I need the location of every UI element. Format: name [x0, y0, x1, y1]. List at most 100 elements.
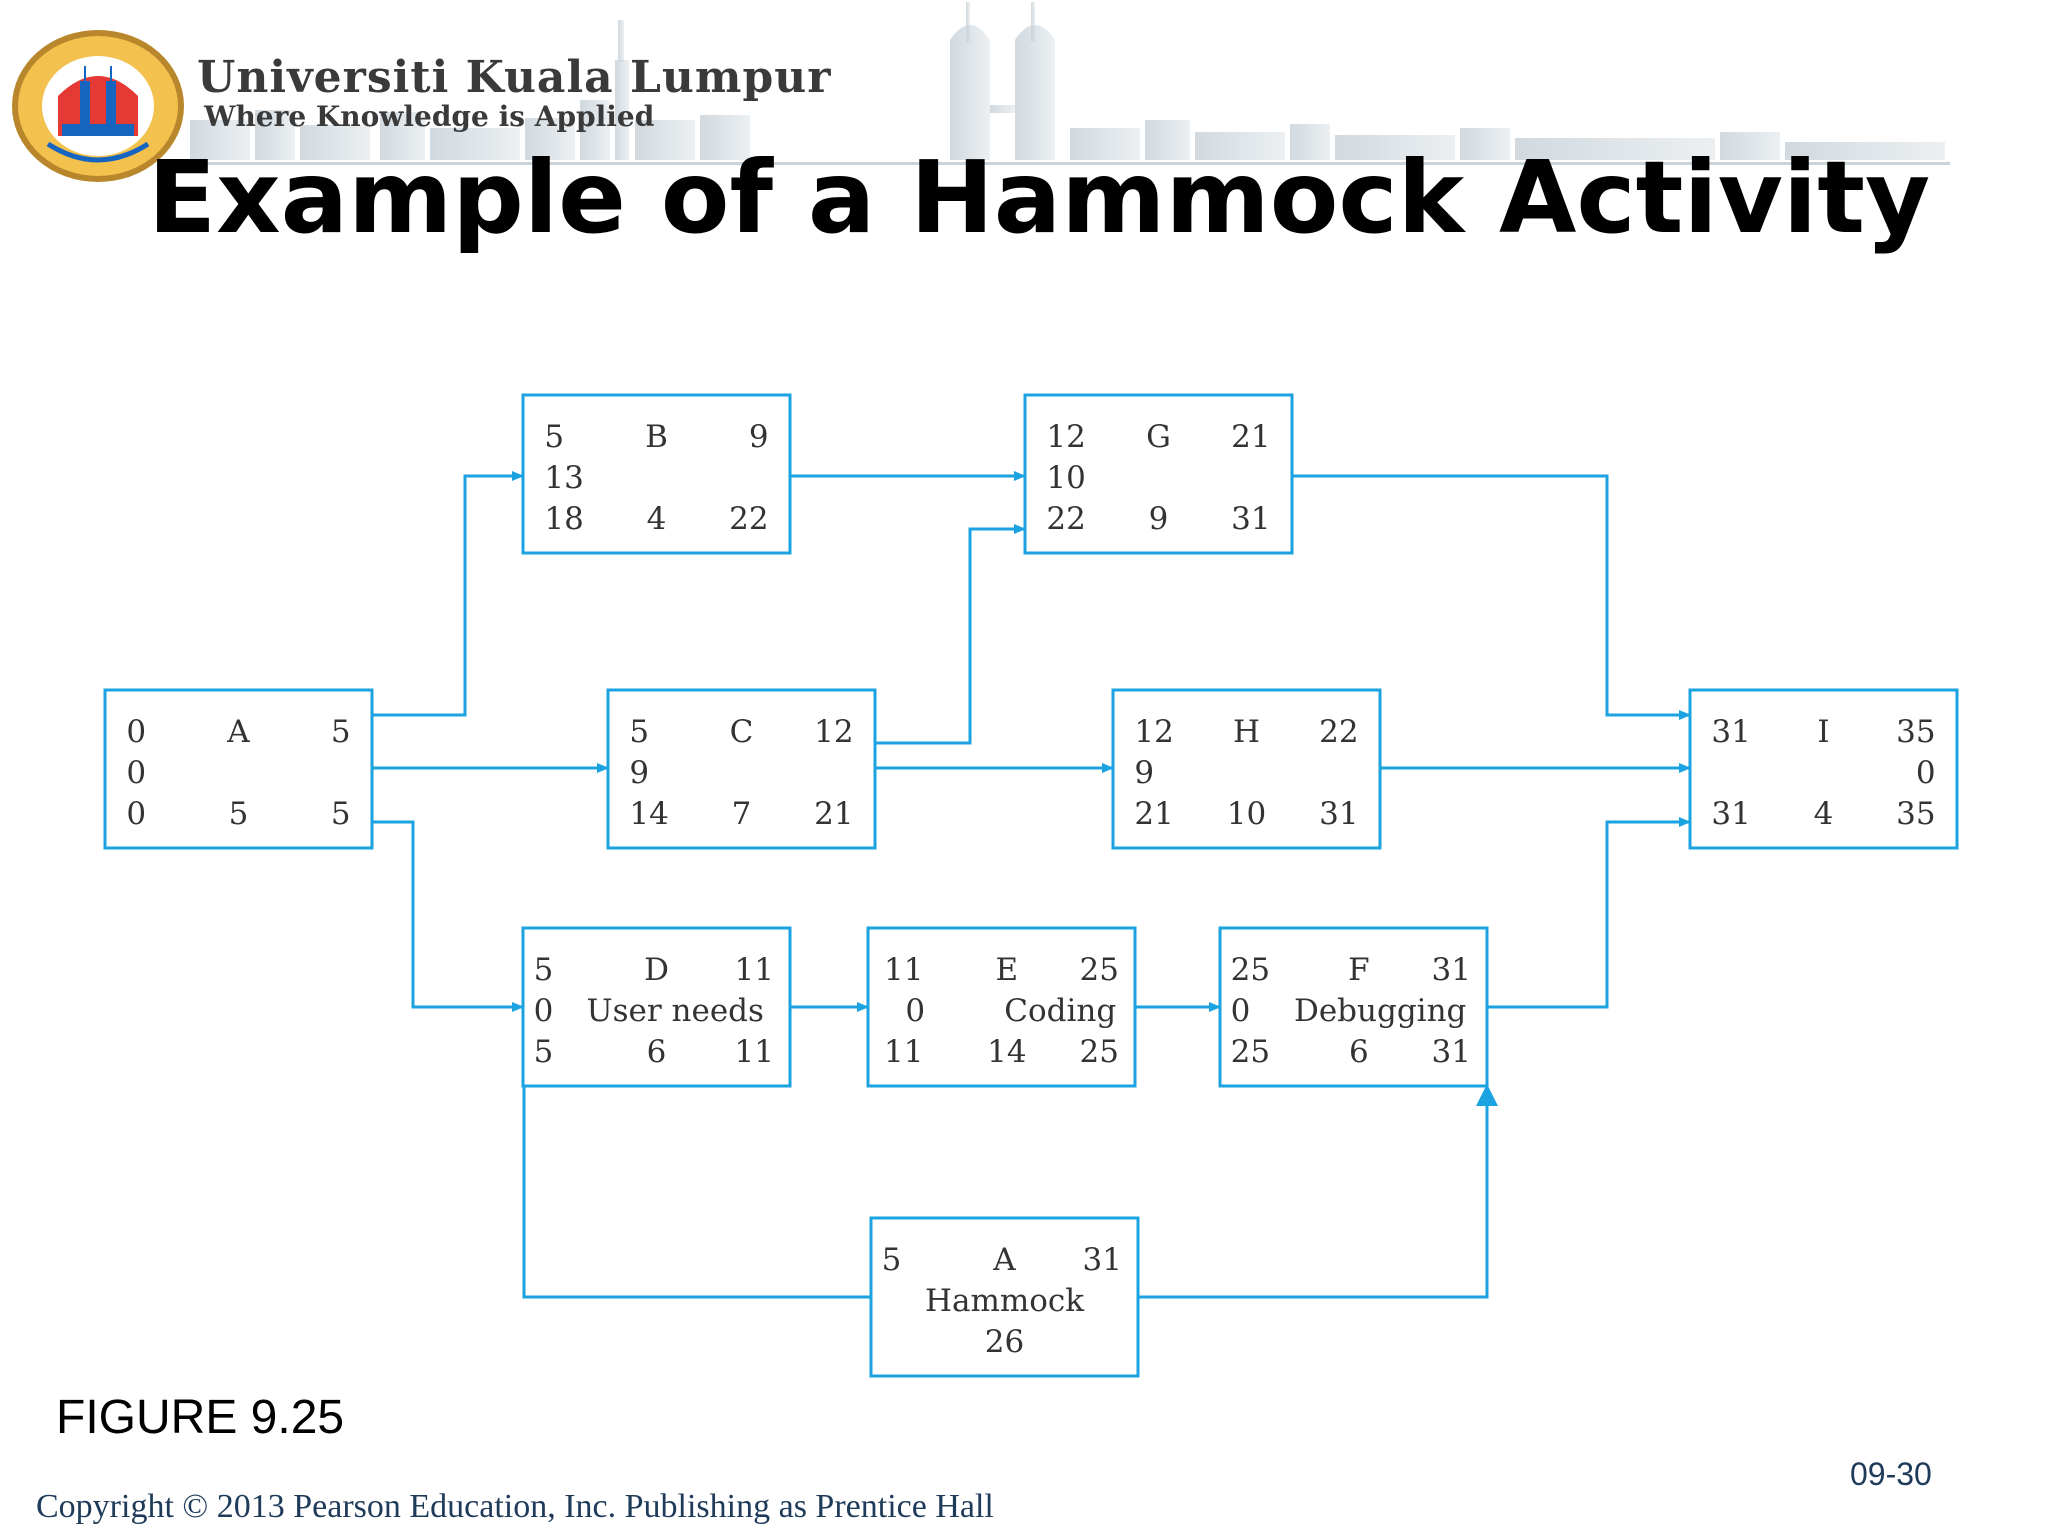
node-cell: 0 [126, 796, 146, 832]
node-cell: 0 [126, 714, 146, 750]
node-cell: B [645, 419, 668, 455]
edge-a-to-d [372, 820, 524, 1012]
node-g: 12 G 21 10 22 9 31 [1023, 393, 1294, 555]
node-cell: 5 [544, 419, 564, 455]
node-box [1688, 688, 1959, 850]
node-cell: 31 [1083, 1242, 1122, 1278]
node-cell: 22 [729, 501, 768, 537]
node-cell: D [644, 952, 669, 988]
node-cell: Hammock [925, 1283, 1084, 1319]
node-cell: 5 [331, 796, 351, 832]
node-cell: 11 [884, 952, 923, 988]
node-e: 11 E 25 0 Coding 11 14 25 [866, 926, 1137, 1088]
node-cell: 25 [1080, 1034, 1119, 1070]
node-cell: 26 [985, 1324, 1024, 1360]
node-cell: 11 [735, 952, 774, 988]
page-title: Example of a Hammock Activity [147, 139, 1931, 256]
node-cell: 11 [884, 1034, 923, 1070]
slide-number: 09-30 [1850, 1456, 1932, 1492]
node-cell: 14 [987, 1034, 1026, 1070]
node-cell: 25 [1080, 952, 1119, 988]
node-cell: 31 [1231, 501, 1270, 537]
node-h: 12 H 22 9 21 10 31 [1111, 688, 1382, 850]
node-cell: 10 [1227, 796, 1266, 832]
node-box [521, 926, 792, 1088]
node-cell: 6 [647, 1034, 667, 1070]
skyline-watermark-icon [190, 2, 1950, 165]
node-description: Debugging [1294, 993, 1466, 1029]
node-cell: H [1233, 714, 1260, 750]
node-cell: 31 [1319, 796, 1358, 832]
node-d: 5 D 11 0 User needs 5 6 11 [521, 926, 792, 1088]
unikl-crest-logo-icon [12, 30, 184, 182]
node-cell: 4 [647, 501, 667, 537]
node-box [103, 688, 374, 850]
node-cell: 31 [1711, 714, 1750, 750]
node-i: 31 I 35 0 31 4 35 [1688, 688, 1959, 850]
node-cell: 25 [1231, 952, 1270, 988]
node-box [1111, 688, 1382, 850]
node-cell: 5 [331, 714, 351, 750]
figure-label: FIGURE 9.25 [56, 1391, 345, 1444]
node-cell: 9 [749, 419, 769, 455]
node-description: Coding [1004, 993, 1116, 1029]
node-cell: 21 [1134, 796, 1173, 832]
node-cell: 9 [1149, 501, 1169, 537]
university-name: Universiti Kuala Lumpur [197, 52, 832, 103]
node-cell: 10 [1046, 460, 1085, 496]
node-cell: A [992, 1242, 1016, 1278]
node-cell: 11 [735, 1034, 774, 1070]
university-tagline: Where Knowledge is Applied [204, 100, 655, 133]
node-cell: 31 [1432, 952, 1471, 988]
copyright-notice: Copyright © 2013 Pearson Education, Inc.… [36, 1488, 994, 1525]
node-cell: 12 [814, 714, 853, 750]
edge-c-to-g [875, 524, 1026, 745]
node-cell: 22 [1046, 501, 1085, 537]
edge-g-to-i [1292, 474, 1691, 720]
node-cell: 0 [905, 993, 925, 1029]
node-cell: 18 [544, 501, 583, 537]
node-box [1023, 393, 1294, 555]
node-cell: 0 [1231, 993, 1251, 1029]
node-box [869, 1216, 1140, 1378]
node-cell: 4 [1814, 796, 1834, 832]
node-cell: 21 [814, 796, 853, 832]
node-cell: A [226, 714, 250, 750]
node-cell: 0 [534, 993, 554, 1029]
node-cell: 0 [126, 755, 146, 791]
node-cell: 5 [229, 796, 249, 832]
node-cell: 12 [1134, 714, 1173, 750]
node-cell: 5 [534, 1034, 554, 1070]
node-cell: 9 [1134, 755, 1154, 791]
node-cell: 21 [1231, 419, 1270, 455]
node-cell: 31 [1711, 796, 1750, 832]
node-cell: 5 [882, 1242, 902, 1278]
node-cell: 5 [629, 714, 649, 750]
node-cell: I [1817, 714, 1829, 750]
node-cell: G [1146, 419, 1171, 455]
node-cell: C [730, 714, 754, 750]
node-cell: 35 [1896, 714, 1935, 750]
node-cell: 14 [629, 796, 668, 832]
node-cell: 5 [534, 952, 554, 988]
edge-hm-to-f [1138, 1084, 1498, 1299]
node-cell: 0 [1916, 755, 1936, 791]
node-box [606, 688, 877, 850]
node-cell: F [1348, 952, 1370, 988]
edge-f-to-i [1487, 817, 1691, 1009]
node-cell: E [996, 952, 1019, 988]
node-box [521, 393, 792, 555]
edge-a-to-b [372, 471, 524, 717]
node-cell: 35 [1896, 796, 1935, 832]
node-cell: 12 [1046, 419, 1085, 455]
node-description: User needs [586, 993, 763, 1029]
edge-d-to-hm [522, 1086, 871, 1299]
node-cell: 22 [1319, 714, 1358, 750]
node-box [866, 926, 1137, 1088]
node-cell: 31 [1432, 1034, 1471, 1070]
